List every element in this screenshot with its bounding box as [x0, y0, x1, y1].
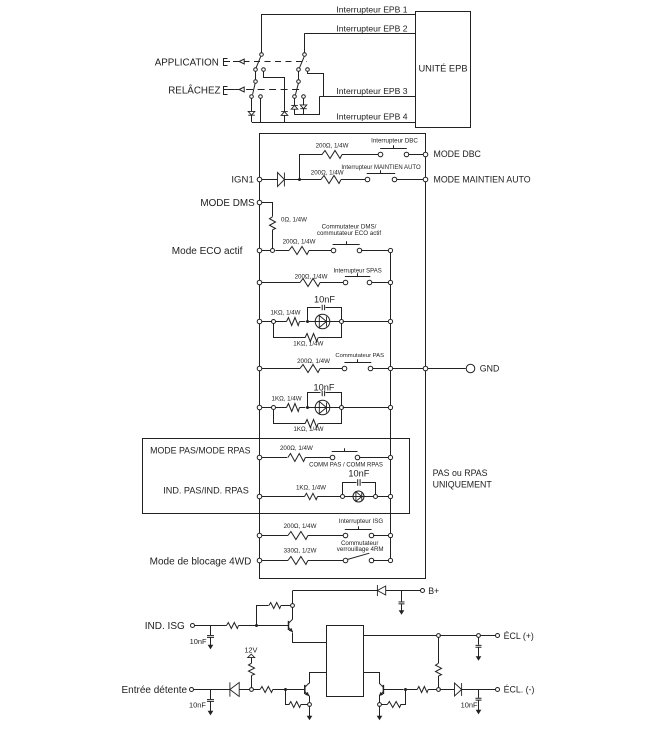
- svg-text:IND. ISG: IND. ISG: [145, 621, 185, 632]
- svg-text:IND. PAS/IND. RPAS: IND. PAS/IND. RPAS: [163, 485, 249, 495]
- svg-text:IGN1: IGN1: [231, 175, 253, 186]
- svg-text:10nF: 10nF: [314, 382, 335, 392]
- svg-text:1KΩ, 1/4W: 1KΩ, 1/4W: [270, 309, 300, 316]
- svg-text:Interrupteur DBC: Interrupteur DBC: [371, 137, 418, 144]
- svg-text:Interrupteur EPB 3: Interrupteur EPB 3: [336, 86, 407, 96]
- svg-text:MODE DMS: MODE DMS: [200, 198, 255, 209]
- svg-text:200Ω, 1/4W: 200Ω, 1/4W: [284, 523, 317, 530]
- svg-text:ÉCL (+): ÉCL (+): [504, 631, 534, 641]
- svg-text:10nF: 10nF: [348, 469, 369, 479]
- svg-text:200Ω, 1/4W: 200Ω, 1/4W: [283, 239, 316, 246]
- svg-text:1KΩ, 1/4W: 1KΩ, 1/4W: [272, 395, 302, 402]
- svg-text:Interrupteur EPB 2: Interrupteur EPB 2: [336, 23, 407, 33]
- svg-text:Commutateur: Commutateur: [341, 540, 378, 547]
- svg-text:APPLICATION: APPLICATION: [155, 57, 219, 68]
- svg-text:1KΩ, 1/4W: 1KΩ, 1/4W: [293, 340, 323, 347]
- svg-text:Interrupteur EPB 4: Interrupteur EPB 4: [336, 112, 407, 122]
- svg-text:1KΩ, 1/4W: 1KΩ, 1/4W: [296, 485, 326, 492]
- svg-text:200Ω, 1/4W: 200Ω, 1/4W: [295, 273, 328, 280]
- svg-text:MODE DBC: MODE DBC: [434, 149, 482, 159]
- svg-text:GND: GND: [480, 364, 500, 374]
- svg-text:Interrupteur MAINTIEN AUTO: Interrupteur MAINTIEN AUTO: [341, 165, 421, 171]
- svg-text:Interrupteur EPB 1: Interrupteur EPB 1: [336, 5, 407, 15]
- svg-text:RELÂCHEZ: RELÂCHEZ: [168, 86, 220, 97]
- svg-text:200Ω, 1/4W: 200Ω, 1/4W: [297, 358, 330, 365]
- svg-text:Interrupteur ISG: Interrupteur ISG: [339, 518, 384, 525]
- svg-text:12V: 12V: [244, 645, 257, 654]
- svg-text:Mode ECO actif: Mode ECO actif: [172, 246, 243, 257]
- svg-text:0Ω, 1/4W: 0Ω, 1/4W: [281, 216, 307, 223]
- svg-text:Interrupteur SPAS: Interrupteur SPAS: [333, 269, 381, 275]
- svg-text:10nF: 10nF: [314, 295, 335, 305]
- svg-text:Entrée détente: Entrée détente: [121, 685, 187, 696]
- svg-text:1KΩ, 1/4W: 1KΩ, 1/4W: [293, 426, 323, 433]
- svg-text:Mode de blocage 4WD: Mode de blocage 4WD: [150, 556, 252, 567]
- svg-text:330Ω, 1/2W: 330Ω, 1/2W: [284, 547, 317, 554]
- svg-text:200Ω, 1/4W: 200Ω, 1/4W: [316, 143, 349, 150]
- svg-text:UNIQUEMENT: UNIQUEMENT: [433, 480, 493, 490]
- svg-text:UNITÉ EPB: UNITÉ EPB: [418, 63, 467, 73]
- svg-text:Commutateur PAS: Commutateur PAS: [335, 353, 384, 359]
- svg-text:MODE PAS/MODE RPAS: MODE PAS/MODE RPAS: [150, 446, 250, 456]
- svg-text:200Ω, 1/4W: 200Ω, 1/4W: [280, 445, 313, 452]
- svg-text:Commutateur DMS/: Commutateur DMS/: [322, 224, 377, 231]
- svg-text:verrouillage 4RM: verrouillage 4RM: [337, 546, 384, 553]
- svg-text:COMM PAS / COMM RPAS: COMM PAS / COMM RPAS: [309, 463, 383, 469]
- svg-text:200Ω, 1/4W: 200Ω, 1/4W: [311, 170, 344, 177]
- svg-text:commutateur ECO actif: commutateur ECO actif: [317, 230, 382, 237]
- svg-text:ÉCL. (-): ÉCL. (-): [504, 685, 535, 695]
- svg-text:B+: B+: [428, 586, 439, 596]
- svg-text:PAS ou RPAS: PAS ou RPAS: [433, 468, 488, 478]
- svg-text:10nF: 10nF: [190, 637, 207, 646]
- svg-text:10nF: 10nF: [189, 700, 206, 709]
- svg-text:10nF: 10nF: [461, 701, 478, 710]
- svg-text:MODE MAINTIEN AUTO: MODE MAINTIEN AUTO: [434, 175, 531, 185]
